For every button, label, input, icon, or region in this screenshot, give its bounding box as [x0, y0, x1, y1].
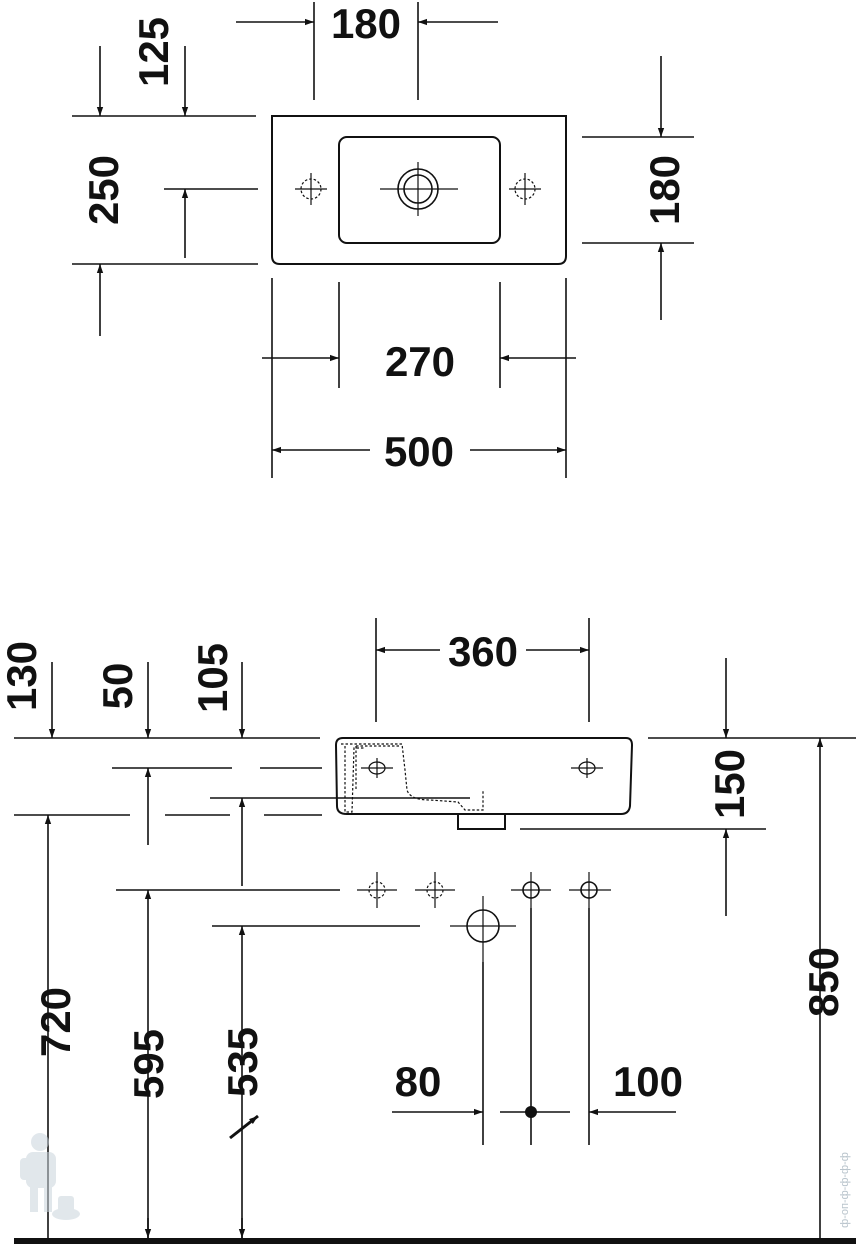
dim-535: 535	[219, 1027, 266, 1097]
waste-connection	[450, 896, 516, 962]
pointer-arrow	[229, 1114, 259, 1140]
dim-bowl-depth: 180	[641, 155, 688, 225]
waste-outlet	[457, 813, 506, 830]
dim-tap-spacing: 180	[331, 0, 401, 47]
dim-720: 720	[32, 987, 79, 1057]
floor-line	[14, 1238, 856, 1244]
dim-50: 50	[94, 663, 141, 710]
bowl-top-outline	[338, 136, 501, 244]
dim-total-width: 500	[384, 428, 454, 475]
dim-bowl-width: 270	[385, 338, 455, 385]
front-view: 360 130 50 105 720 595 535	[0, 618, 856, 1244]
side-watermark-text: ф-оп-ф-ф-ф-ф	[839, 1152, 851, 1228]
dim-tap-offset: 125	[130, 17, 177, 87]
bowl-profile-hidden	[341, 743, 484, 811]
dim-105: 105	[189, 643, 236, 713]
dim-80: 80	[395, 1058, 442, 1105]
top-view: 180 125 250 180 270 500	[72, 0, 694, 478]
plumber-logo-watermark	[20, 1133, 80, 1220]
dim-595: 595	[125, 1029, 172, 1099]
dim-depth: 250	[80, 155, 127, 225]
dim-130: 130	[0, 641, 45, 711]
wall-fixing-holes	[357, 872, 611, 908]
dim-rim-height: 850	[800, 947, 847, 1017]
dim-basin-height: 150	[706, 749, 753, 819]
dim-bowl-span: 360	[448, 628, 518, 675]
dim-100: 100	[613, 1058, 683, 1105]
